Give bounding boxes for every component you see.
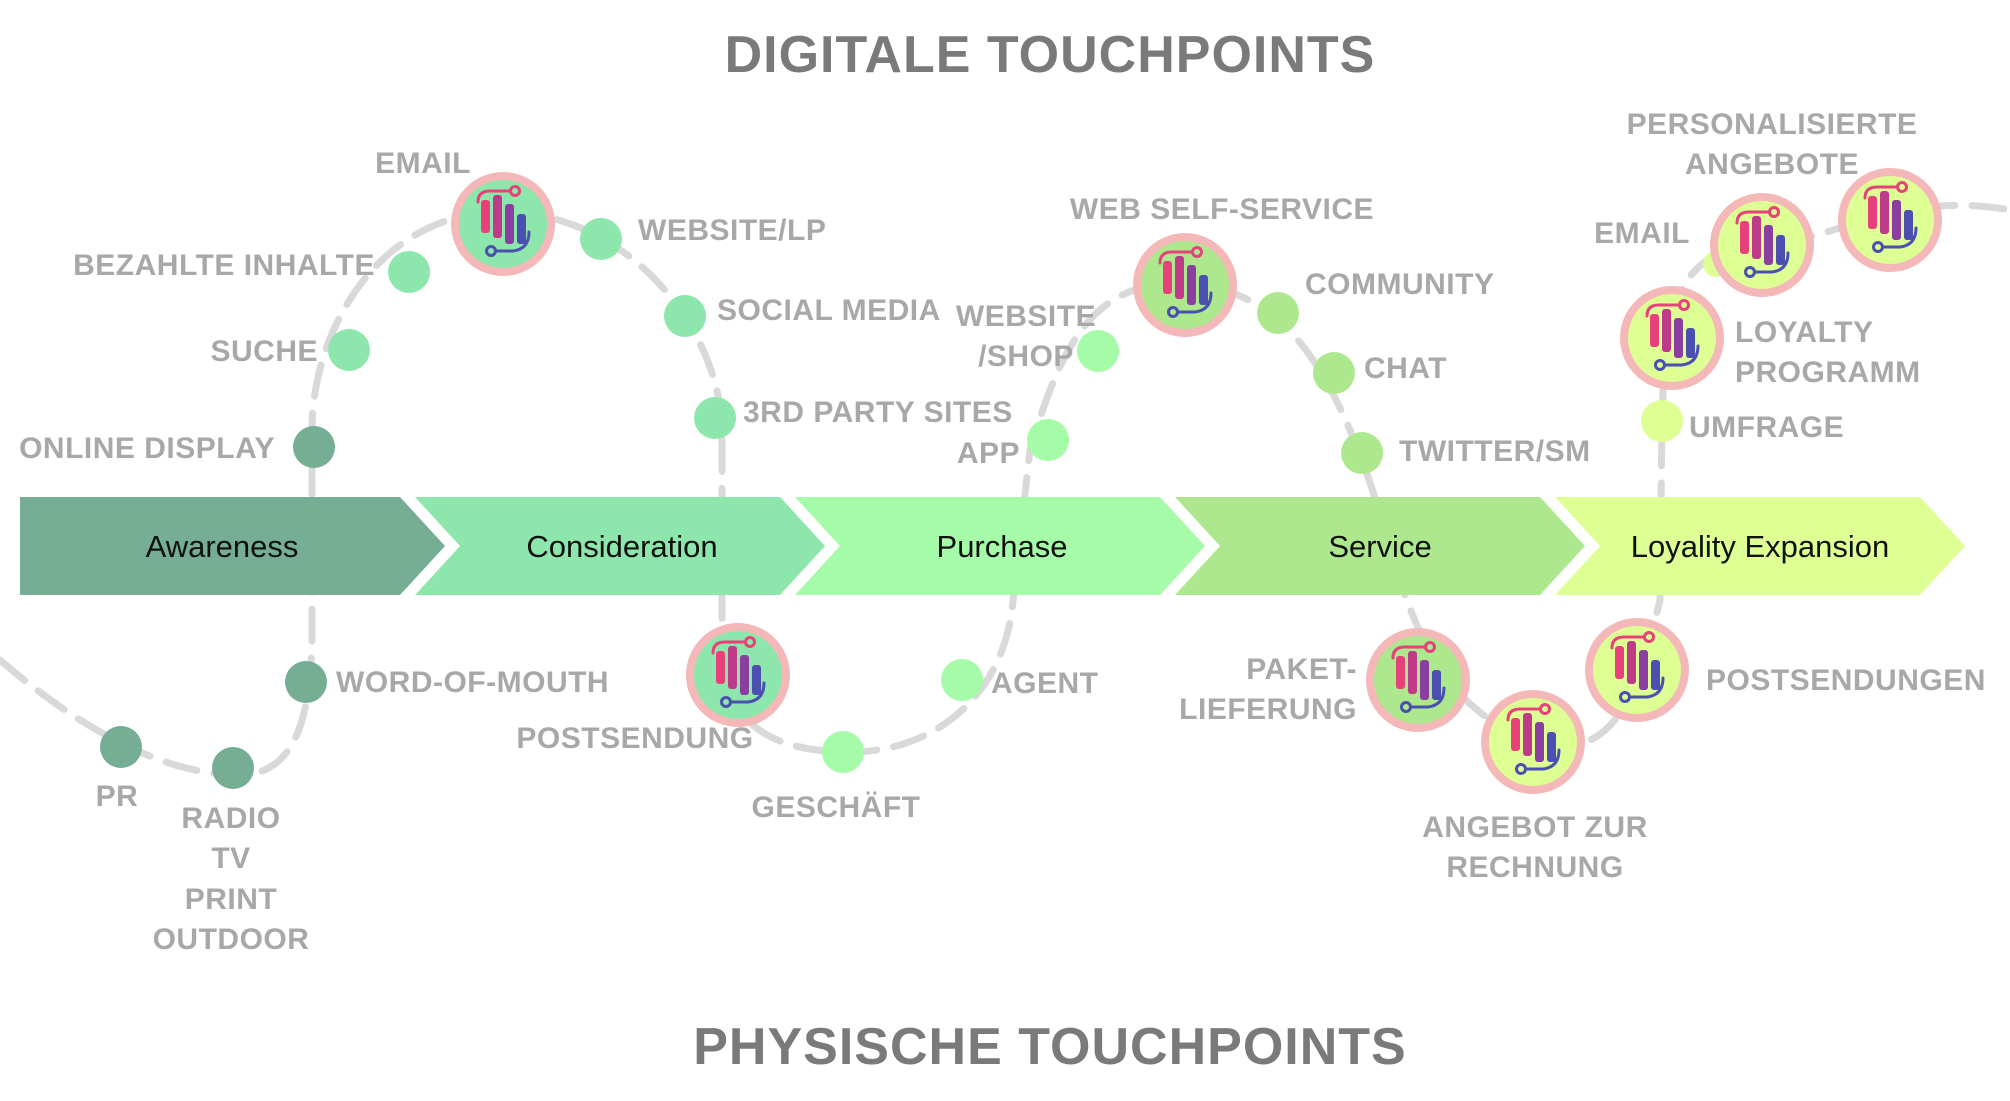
brand-icon-email bbox=[451, 172, 555, 276]
touchpoint-dot-agent bbox=[941, 659, 983, 701]
touchpoint-dot-chat bbox=[1313, 352, 1355, 394]
touchpoint-dot-app bbox=[1027, 419, 1069, 461]
label-outdoor: OUTDOOR bbox=[153, 923, 310, 956]
title-digital-touchpoints: DIGITALE TOUCHPOINTS bbox=[725, 26, 1376, 84]
touchpoint-dot-community bbox=[1257, 292, 1299, 334]
touchpoint-dot-suche bbox=[328, 329, 370, 371]
label-paket-line1: PAKET- bbox=[1246, 653, 1357, 686]
touchpoint-dot-geschaeft bbox=[822, 731, 864, 773]
stage-label-awareness: Awareness bbox=[146, 529, 299, 564]
touchpoint-dot-pr bbox=[100, 726, 142, 768]
touchpoint-dot-social-media bbox=[664, 295, 706, 337]
brand-icon-email-loyality bbox=[1710, 193, 1814, 297]
label-angebot-line2: RECHNUNG bbox=[1446, 851, 1623, 884]
brand-icon-postsendung bbox=[686, 623, 790, 727]
label-email-loyality: EMAIL bbox=[1594, 217, 1690, 250]
label-app: APP bbox=[957, 437, 1020, 470]
label-twitter-sm: TWITTER/SM bbox=[1399, 435, 1591, 468]
label-3rd-party-sites: 3RD PARTY SITES bbox=[743, 396, 1013, 429]
brand-icon-loyalty-programm bbox=[1620, 286, 1724, 390]
label-email: EMAIL bbox=[375, 147, 471, 180]
label-angebot-line1: ANGEBOT ZUR bbox=[1422, 811, 1648, 844]
stage-arrow-awareness bbox=[20, 497, 445, 595]
touchpoint-dot-website-shop bbox=[1077, 330, 1119, 372]
brand-icon-web-self-service bbox=[1133, 233, 1237, 337]
touchpoint-dot-online-display bbox=[293, 426, 335, 468]
label-loyalty-line2: PROGRAMM bbox=[1735, 356, 1921, 389]
brand-icon-postsendungen bbox=[1585, 618, 1689, 722]
label-online-display: ONLINE DISPLAY bbox=[19, 432, 275, 465]
touchpoint-dot-bezahlte-inhalte bbox=[388, 251, 430, 293]
label-social-media: SOCIAL MEDIA bbox=[717, 294, 941, 327]
label-personalisierte-line2: ANGEBOTE bbox=[1685, 148, 1859, 181]
touchpoint-dot-radio-tv-print-outdoor bbox=[212, 747, 254, 789]
label-website-lp: WEBSITE/LP bbox=[638, 214, 826, 247]
touchpoint-dot-twitter-sm bbox=[1341, 432, 1383, 474]
brand-icon-paket-lieferung bbox=[1366, 628, 1470, 732]
label-tv: TV bbox=[211, 842, 250, 875]
label-postsendungen: POSTSENDUNGEN bbox=[1706, 664, 1986, 697]
stage-label-service: Service bbox=[1328, 529, 1431, 564]
label-suche: SUCHE bbox=[210, 335, 318, 368]
label-loyalty-line1: LOYALTY bbox=[1735, 316, 1874, 349]
stage-label-loyality-expansion: Loyality Expansion bbox=[1631, 529, 1890, 564]
title-physical-touchpoints: PHYSISCHE TOUCHPOINTS bbox=[693, 1018, 1406, 1076]
stage-label-purchase: Purchase bbox=[937, 529, 1068, 564]
label-word-of-mouth: WORD-OF-MOUTH bbox=[336, 666, 609, 699]
label-bezahlte-inhalte: BEZAHLTE INHALTE bbox=[73, 249, 375, 282]
label-website-shop-line1: WEBSITE bbox=[956, 300, 1096, 333]
label-umfrage: UMFRAGE bbox=[1689, 411, 1844, 444]
label-agent: AGENT bbox=[991, 667, 1099, 700]
label-paket-line2: LIEFERUNG bbox=[1179, 693, 1357, 726]
stage-arrow-loyality bbox=[1555, 497, 1965, 595]
label-community: COMMUNITY bbox=[1305, 268, 1494, 301]
label-chat: CHAT bbox=[1364, 352, 1447, 385]
stage-arrows: Awareness Consideration Purchase Service… bbox=[20, 497, 1965, 595]
stage-arrow-service bbox=[1175, 497, 1585, 595]
touchpoint-dot-3rd-party-sites bbox=[694, 397, 736, 439]
touchpoint-dot-umfrage bbox=[1641, 400, 1683, 442]
label-print: PRINT bbox=[185, 883, 278, 916]
touchpoint-dot-word-of-mouth bbox=[285, 661, 327, 703]
touchpoint-dot-website-lp bbox=[580, 218, 622, 260]
label-personalisierte-line1: PERSONALISIERTE bbox=[1627, 108, 1918, 141]
label-radio: RADIO bbox=[181, 802, 280, 835]
label-website-shop-line2: /SHOP bbox=[978, 340, 1074, 373]
brand-icon-angebot-zur-rechnung bbox=[1481, 690, 1585, 794]
label-pr: PR bbox=[96, 780, 139, 813]
brand-icon-personalisierte-angebote bbox=[1838, 168, 1942, 272]
label-web-self-service: WEB SELF-SERVICE bbox=[1070, 193, 1374, 226]
journey-curve bbox=[0, 201, 2010, 779]
label-postsendung: POSTSENDUNG bbox=[516, 722, 753, 755]
stage-label-consideration: Consideration bbox=[526, 529, 717, 564]
stage-arrow-consideration bbox=[415, 497, 825, 595]
label-geschaeft: GESCHÄFT bbox=[752, 791, 921, 824]
stage-arrow-purchase bbox=[795, 497, 1205, 595]
